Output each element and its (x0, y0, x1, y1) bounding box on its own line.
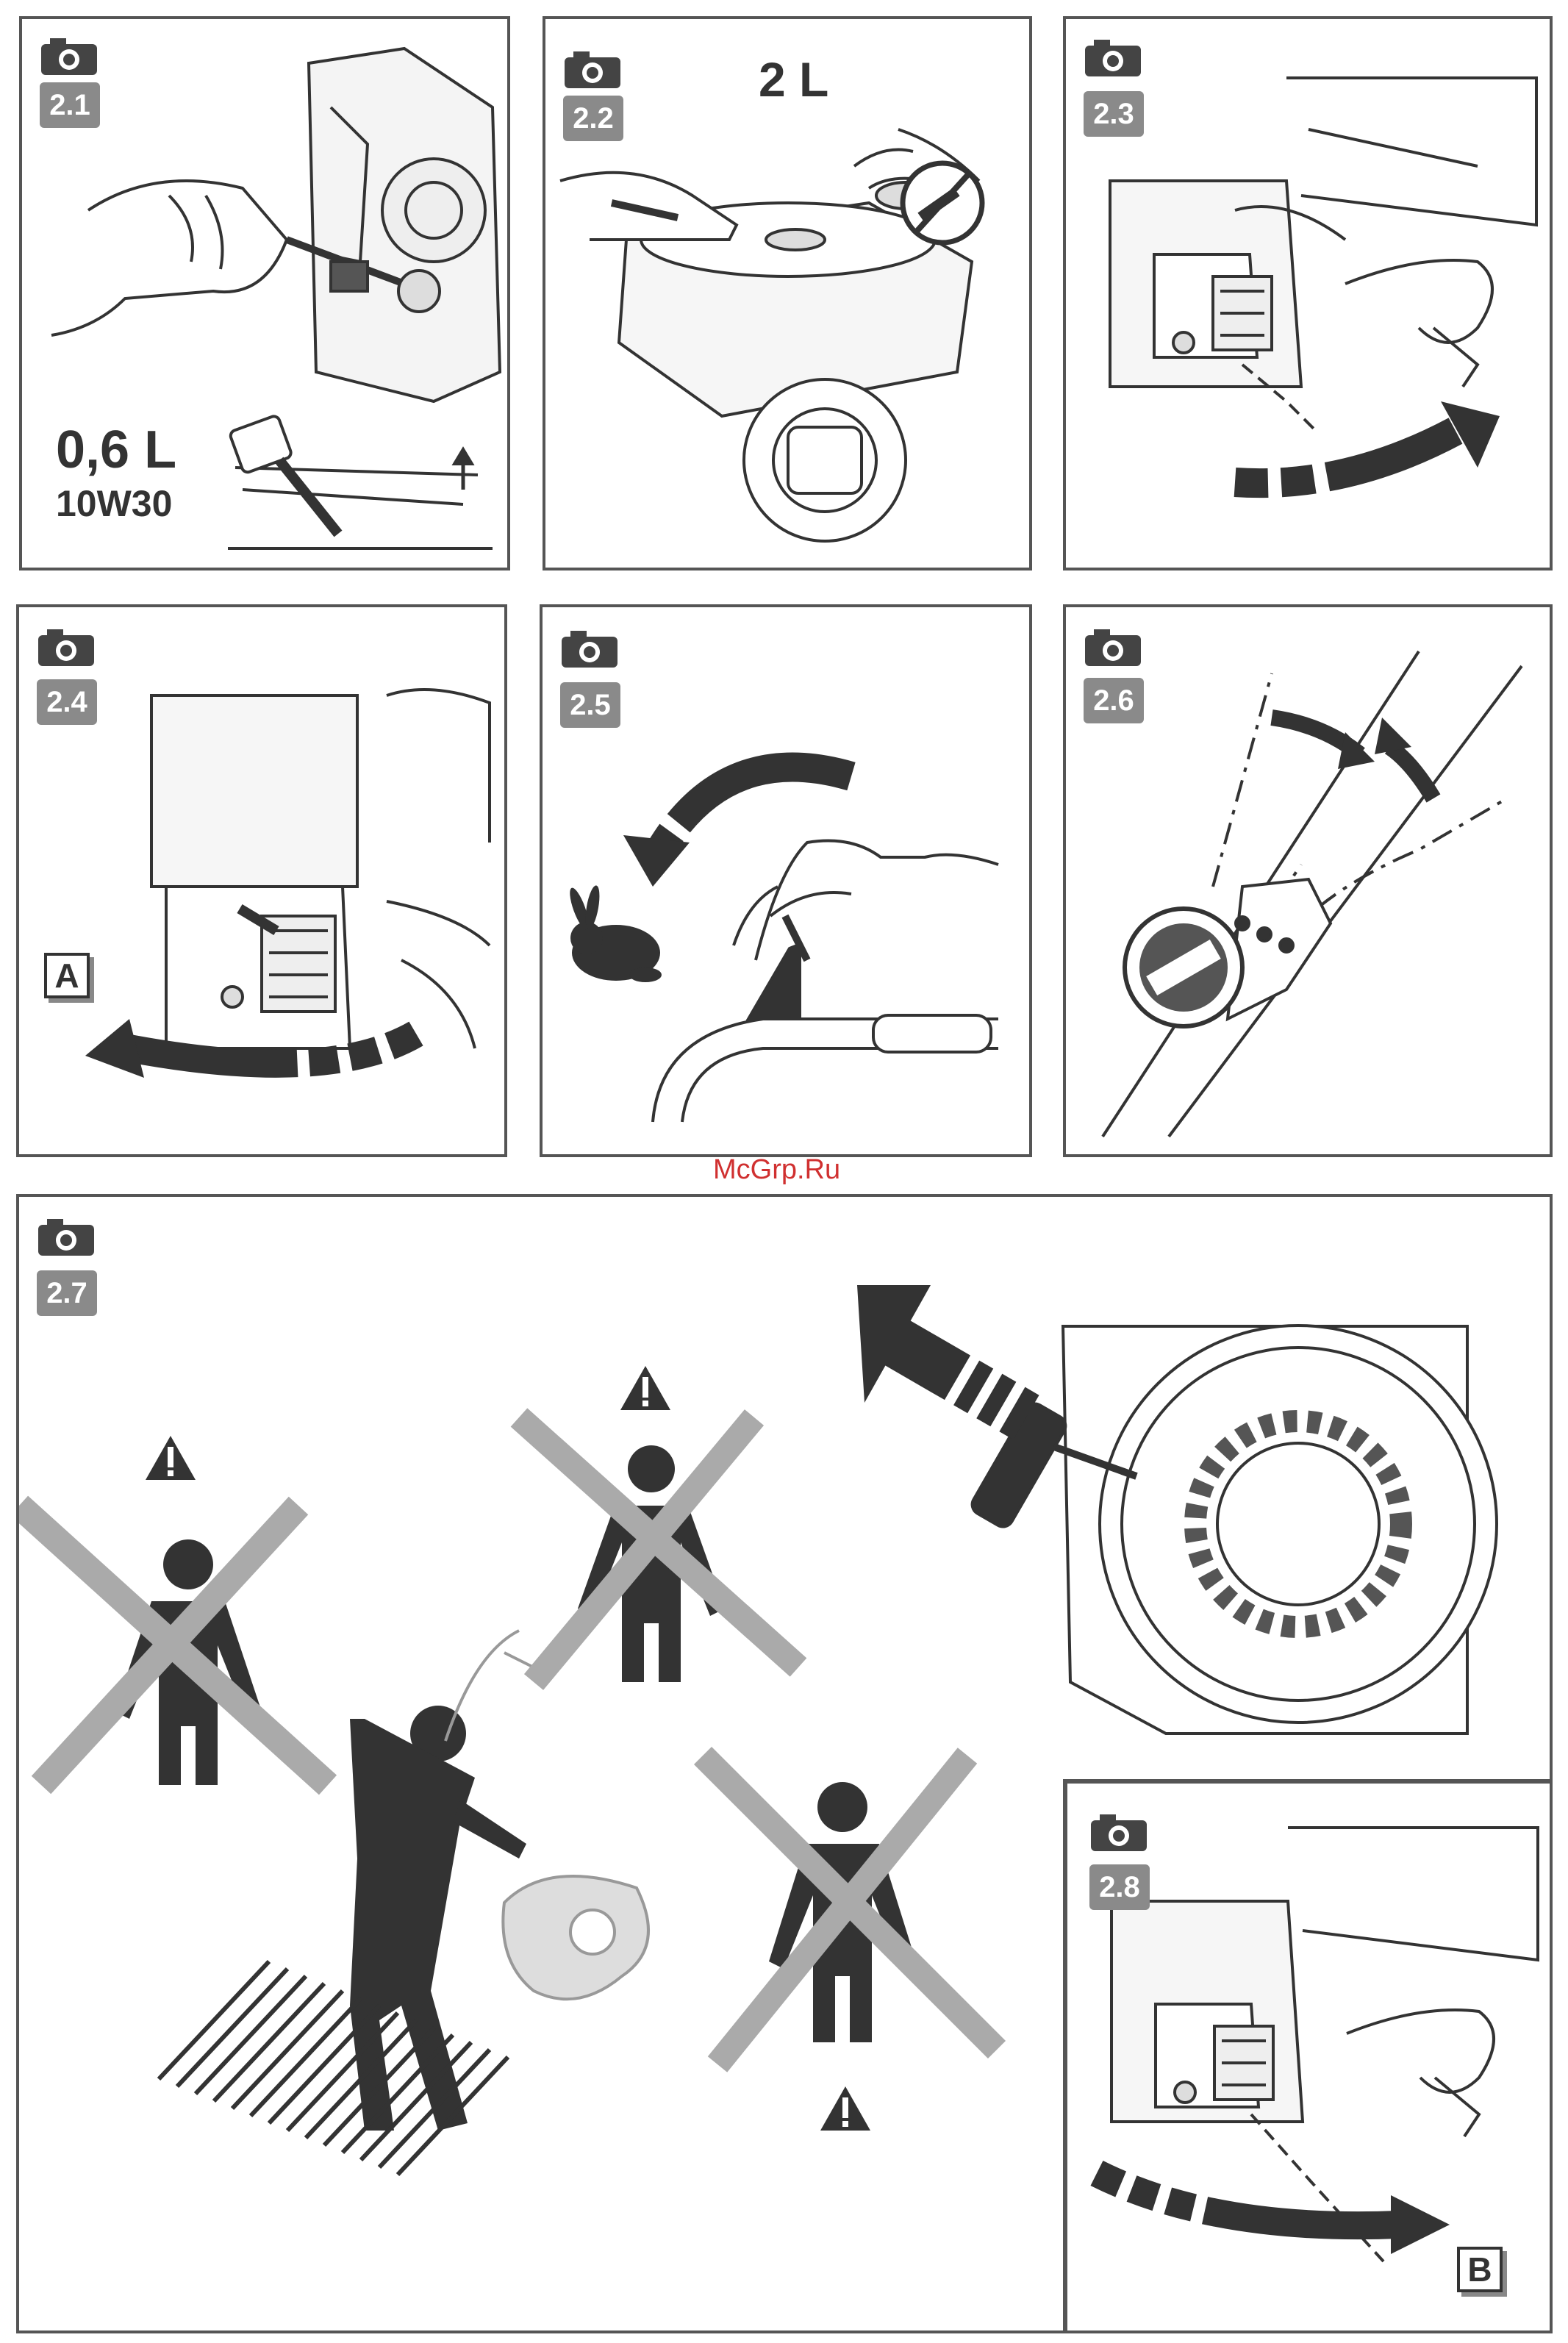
callout-a: A (44, 953, 90, 998)
camera-icon (563, 50, 622, 90)
arrow-icon (857, 1285, 1026, 1417)
panel-2-3: 2.3 (1063, 16, 1553, 570)
camera-icon (37, 1217, 96, 1257)
step-badge: 2.8 (1089, 1864, 1150, 1910)
no-smoking-icon (903, 163, 982, 243)
fuel-volume-label: 2 L (759, 51, 828, 107)
step-badge: 2.7 (37, 1270, 97, 1316)
camera-icon (1089, 1813, 1148, 1853)
camera-icon (40, 37, 99, 76)
camera-icon (37, 628, 96, 668)
warning-icon (146, 1436, 196, 1480)
step-badge: 2.2 (563, 96, 623, 141)
rabbit-icon (566, 884, 662, 982)
step-badge: 2.6 (1084, 678, 1144, 723)
panel-2-5: 2.5 (540, 604, 1032, 1157)
panel-2-2: 2.2 2 L (543, 16, 1032, 570)
arrow-icon (1272, 718, 1433, 798)
camera-icon (1084, 628, 1142, 668)
arrow-icon (1097, 2173, 1450, 2254)
panel-2-1: 2.1 0,6 L 10W30 (19, 16, 510, 570)
step-badge: 2.3 (1084, 91, 1144, 137)
warning-icon (820, 2086, 870, 2131)
oil-grade-label: 10W30 (56, 482, 172, 525)
panel-2-4: 2.4 A (16, 604, 507, 1157)
warning-icon (620, 1366, 670, 1410)
step-badge: 2.4 (37, 679, 97, 725)
step-badge: 2.5 (560, 682, 620, 728)
oil-volume-label: 0,6 L (56, 420, 176, 480)
callout-b: B (1457, 2247, 1503, 2292)
panel-2-6: 2.6 (1063, 604, 1553, 1157)
camera-icon (1084, 38, 1142, 78)
panel-2-8: 2.8 B (1063, 1779, 1553, 2333)
watermark: McGrp.Ru (713, 1154, 840, 1186)
arrow-icon (1235, 401, 1500, 483)
step-badge: 2.1 (40, 82, 100, 128)
camera-icon (560, 629, 619, 669)
